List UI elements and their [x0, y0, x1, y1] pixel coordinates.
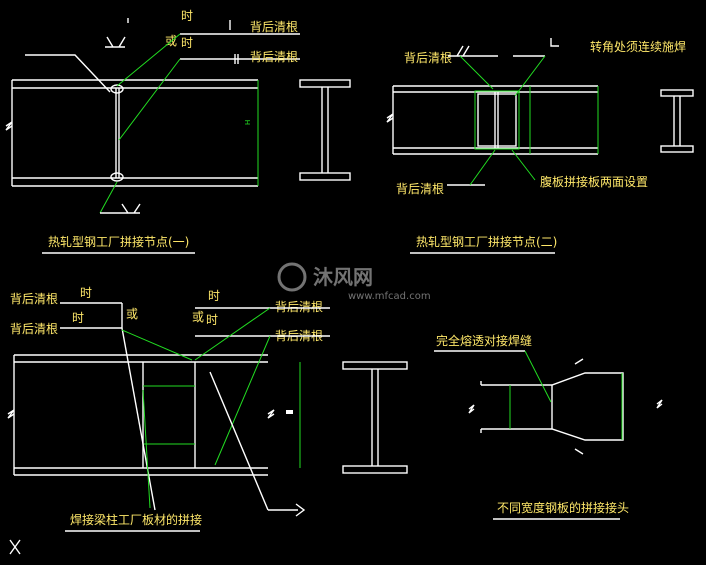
p4-taper-marks	[574, 358, 584, 455]
tapered-plate-outline	[481, 372, 624, 441]
watermark-logo-icon	[277, 262, 307, 292]
p3-right-back-gouge-1: 背后清根	[275, 300, 323, 314]
i-section-2	[660, 89, 694, 153]
p3-depth-mark	[286, 410, 293, 414]
p3-field-weld-flag-icon	[268, 503, 306, 517]
panel-4-unequal-width-splice: 完全熔透对接焊缝 不同宽度钢板的拼接接头	[434, 333, 663, 520]
p3-right-leader-white	[209, 371, 269, 511]
p1-when-or: 时	[181, 36, 193, 50]
leader-3-white	[25, 54, 111, 93]
panel-2-hot-rolled-splice-2: 背后清根 转角处须连续施焊 背后清根 腹板拼接板两面设置 热轧型钢工厂拼接节点(…	[386, 38, 694, 254]
p3-left-back-gouge-1: 背后清根	[10, 292, 58, 306]
break-symbol-p2	[386, 113, 394, 123]
p4-weld-note: 完全熔透对接焊缝	[436, 333, 532, 348]
ucs-axis-icon	[9, 539, 21, 555]
watermark-url: www.mfcad.com	[348, 291, 431, 302]
top-scallop	[110, 84, 124, 94]
break-symbol-p3-right	[267, 409, 275, 419]
watermark-brand: 沐风网	[313, 265, 373, 289]
bottom-scallop	[110, 172, 124, 182]
p1-back-gouge-or: 背后清根	[250, 50, 298, 64]
p4-title: 不同宽度钢板的拼接接头	[497, 500, 629, 515]
p3-left-leader	[121, 327, 156, 511]
p4-leader	[524, 350, 552, 403]
p3-left-back-gouge-2: 背后清根	[10, 322, 58, 336]
p2-weld-symbol-top	[448, 45, 498, 57]
p3-left-when-2: 时	[72, 311, 84, 325]
p2-web-plate-note: 腹板拼接板两面设置	[540, 174, 648, 189]
weld-symbol-bottom	[100, 203, 141, 214]
p3-left-or: 或	[126, 307, 138, 321]
p2-leader-top	[459, 55, 494, 90]
watermark: 沐风网 www.mfcad.com	[277, 262, 431, 302]
weld-symbol-top	[105, 36, 126, 48]
p3-right-when-2: 时	[206, 313, 218, 327]
weld-outline	[474, 90, 520, 150]
panel-1-hot-rolled-splice-1: H 时 背后清根 或 时 背后清根 热轧型钢工厂拼接节点(一)	[5, 9, 351, 254]
leader-1	[116, 33, 181, 87]
p2-back-gouge-bottom: 背后清根	[396, 182, 444, 196]
leader-bottom	[99, 181, 118, 214]
p2-weld-mark	[550, 38, 559, 47]
i-section-1	[299, 79, 351, 181]
p3-leader-web	[142, 389, 151, 509]
p2-leader-bottom	[469, 149, 496, 186]
p2-leader-corner	[514, 55, 546, 97]
p3-title: 焊接梁柱工厂板材的拼接	[70, 512, 202, 527]
panel-3-welded-plate-splice: 背后清根 时 背后清根 时 或 时 背后清根 或 时 背后清根 焊接梁柱工厂板材…	[7, 286, 408, 532]
break-symbol-p3-left	[7, 409, 15, 419]
p2-back-gouge-top: 背后清根	[404, 51, 452, 65]
p3-left-when-1: 时	[80, 286, 92, 300]
p3-leader-to-flange	[121, 329, 193, 361]
p1-title: 热轧型钢工厂拼接节点(一)	[48, 234, 189, 249]
p3-right-when: 时	[208, 289, 220, 303]
p1-when-top: 时	[181, 9, 193, 23]
p2-leader-plate	[511, 149, 536, 181]
break-symbol-p4-left	[468, 404, 475, 414]
leader-2	[118, 58, 181, 141]
p3-right-leader-2	[214, 335, 271, 466]
break-symbol-left	[5, 121, 13, 131]
p3-right-leader-1	[194, 307, 271, 361]
p2-corner-weld-note: 转角处须连续施焊	[590, 39, 686, 54]
p3-right-or: 或	[192, 310, 204, 324]
depth-dimension-label: H	[244, 120, 252, 125]
p1-back-gouge-top: 背后清根	[250, 20, 298, 34]
i-section-3	[342, 361, 408, 474]
break-symbol-p4	[656, 399, 663, 409]
p2-title: 热轧型钢工厂拼接节点(二)	[416, 234, 557, 249]
web-splice-plate	[477, 93, 517, 147]
